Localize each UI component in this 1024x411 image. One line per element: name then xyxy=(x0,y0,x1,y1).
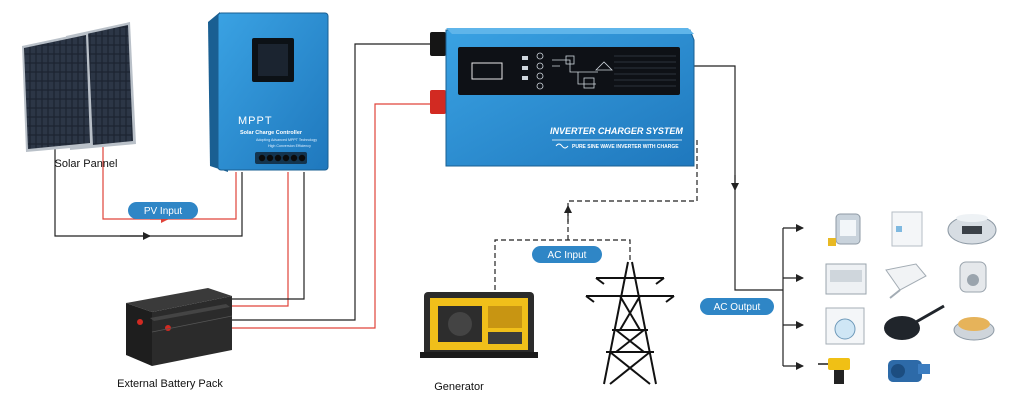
ac-output-label: AC Output xyxy=(714,302,761,313)
pv-input-badge: PV Input xyxy=(128,202,198,219)
power-pylon-image xyxy=(585,261,675,385)
appliances xyxy=(818,211,997,384)
generator-image xyxy=(420,292,538,358)
ac-input-badge: AC Input xyxy=(532,246,602,263)
solar-panel-label: Solar Pannel xyxy=(55,158,118,170)
wires xyxy=(54,43,804,370)
inverter-subtitle: PURE SINE WAVE INVERTER WITH CHARGE xyxy=(572,144,679,150)
controller-title: MPPT xyxy=(238,115,273,127)
ac-input-label: AC Input xyxy=(548,250,587,261)
battery-pack-label: External Battery Pack xyxy=(117,378,223,390)
fridge-icon xyxy=(891,211,923,247)
controller-line1: Adopting Advanced MPPT Technology xyxy=(256,138,317,142)
battery-pack xyxy=(126,288,233,366)
dishwasher-icon xyxy=(825,263,867,295)
ac-output-badge: AC Output xyxy=(700,298,774,315)
pv-input-label: PV Input xyxy=(144,206,183,217)
inverter-charger: INVERTER CHARGER SYSTEM PURE SINE WAVE I… xyxy=(430,28,695,167)
drill-icon xyxy=(818,358,850,384)
mppt-controller: MPPT Solar Charge Controller Adopting Ad… xyxy=(208,12,329,172)
inverter-title: INVERTER CHARGER SYSTEM xyxy=(550,126,683,136)
mixer-icon xyxy=(885,263,927,299)
cooker-icon xyxy=(947,214,997,245)
frying-pan-icon xyxy=(884,304,945,340)
solar-panel-image xyxy=(22,22,136,152)
waffle-maker-icon xyxy=(953,317,995,341)
controller-line2: High Conversion Efficiency xyxy=(268,144,311,148)
controller-subtitle: Solar Charge Controller xyxy=(240,130,303,136)
washing-machine-icon xyxy=(825,307,865,345)
water-pump-icon xyxy=(888,360,930,382)
juicer-icon xyxy=(828,213,861,246)
grinder-icon xyxy=(959,261,987,293)
generator-label: Generator xyxy=(434,381,484,393)
